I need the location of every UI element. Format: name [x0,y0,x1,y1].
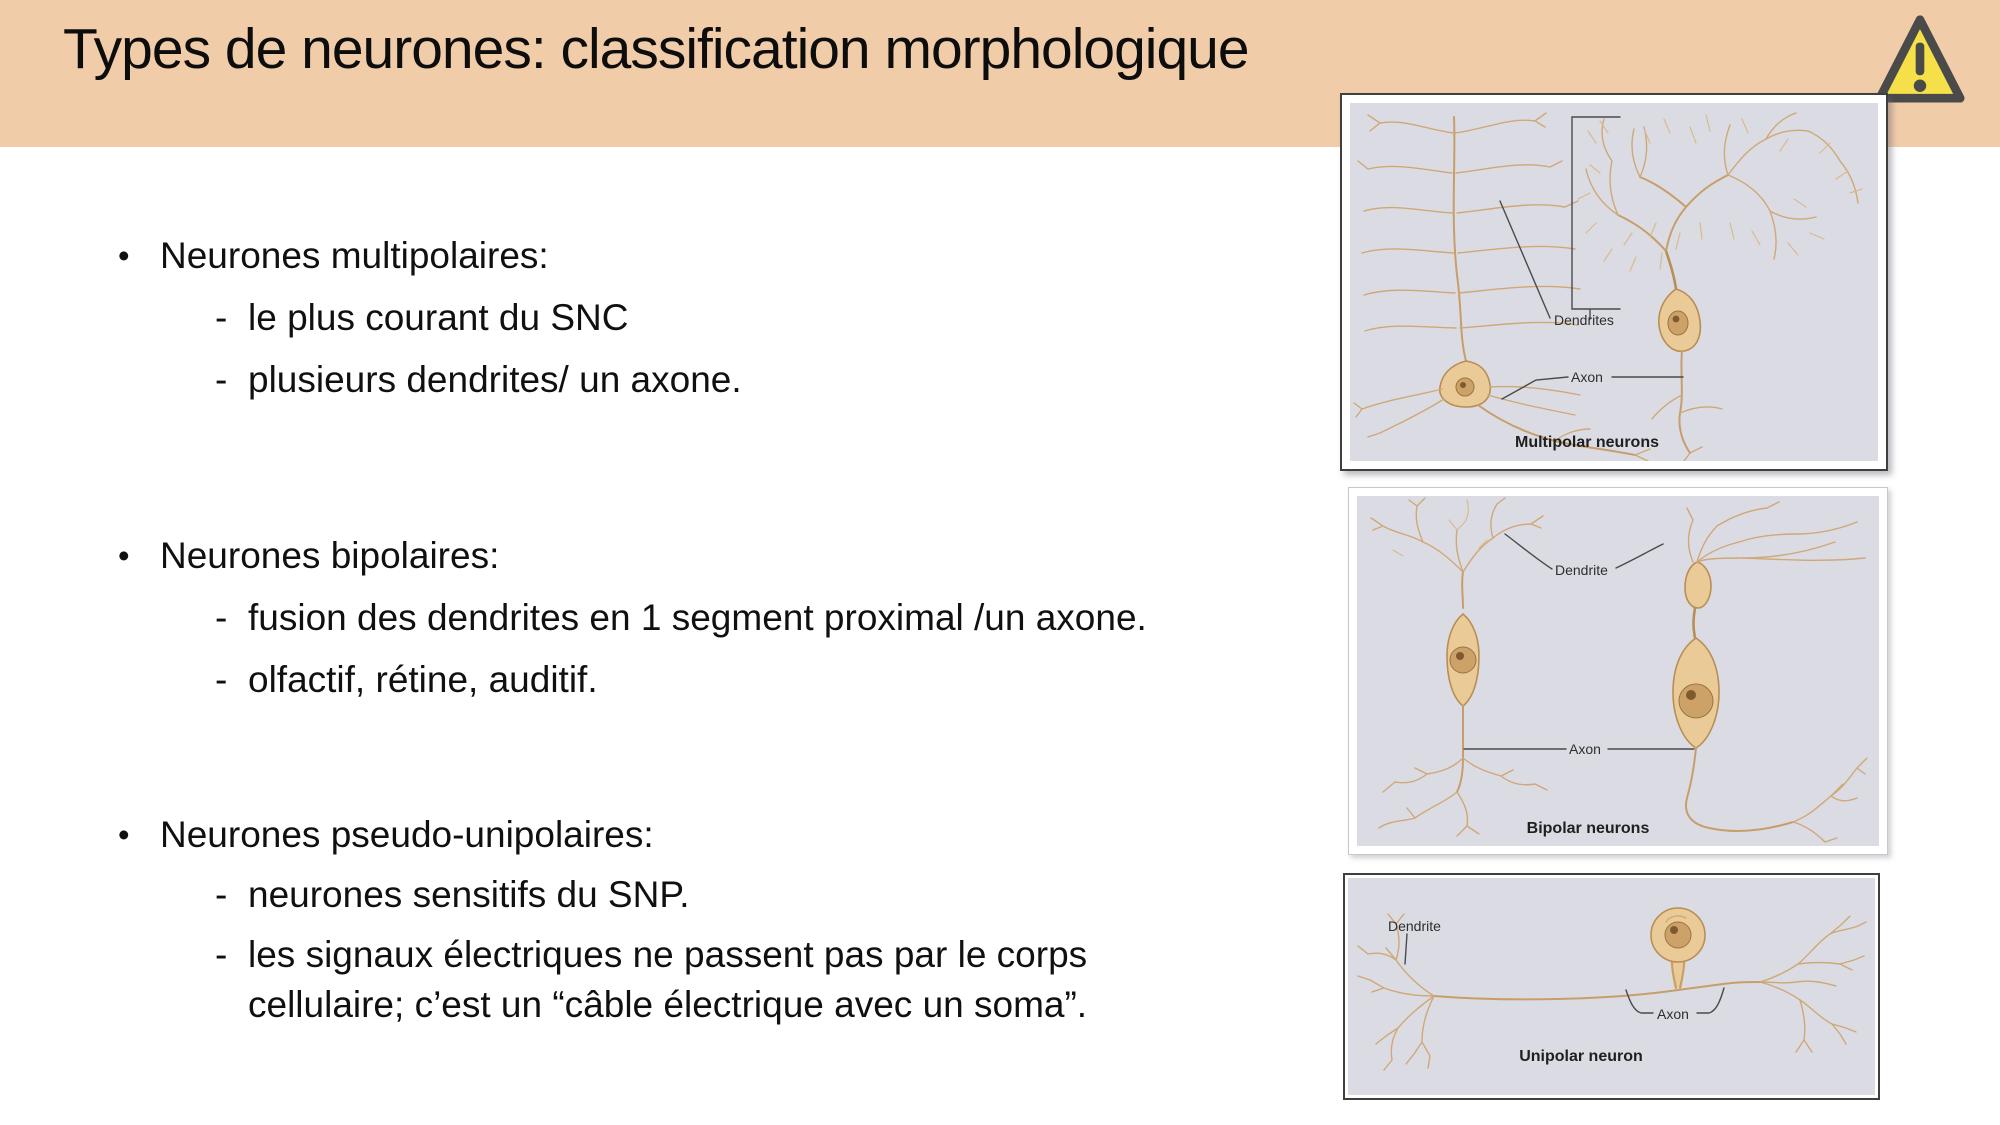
sub-item: - plusieurs dendrites/ un axone. [215,355,742,405]
bullet-label: Neurones pseudo-unipolaires: [160,814,654,855]
dash-marker: - [215,874,228,915]
bullet-item-pseudo-unipolaires: • Neurones pseudo-unipolaires: [118,810,654,860]
warning-icon [1874,12,1966,113]
bullet-marker: • [118,816,130,853]
sub-text: le plus courant du SNC [248,297,629,338]
sub-text: les signaux électriques ne passent pas p… [248,934,1088,1025]
dendrites-label: Dendrites [1554,312,1614,328]
dash-marker: - [215,297,228,338]
axon-label: Axon [1657,1006,1689,1022]
dendrite-label: Dendrite [1388,918,1441,934]
sub-item: - le plus courant du SNC [215,293,628,343]
axon-label: Axon [1569,741,1601,757]
sub-item: - fusion des dendrites en 1 segment prox… [215,593,1147,643]
figure-caption: Multipolar neurons [1515,434,1659,451]
figure-caption: Bipolar neurons [1526,820,1650,837]
bullet-label: Neurones bipolaires: [160,535,500,576]
sub-item: - les signaux électriques ne passent pas… [215,930,1193,1030]
figure-caption: Unipolar neuron [1519,1048,1643,1065]
dash-marker: - [215,359,228,400]
bullet-marker: • [118,237,130,274]
slide-header: Types de neurones: classification morpho… [0,0,2000,147]
dendrite-label: Dendrite [1555,562,1608,578]
sub-text: neurones sensitifs du SNP. [248,874,690,915]
dash-marker: - [215,934,228,975]
figure-multipolar-neurons: Dendrites Axon Multipolar neurons [1340,93,1888,471]
figure-unipolar-neuron: Dendrite Axon Unipolar neuron [1343,873,1880,1100]
figure-canvas: Dendrites Axon Multipolar neurons [1350,103,1878,461]
unipolar-neuron-drawing [1357,907,1867,1071]
sub-text: olfactif, rétine, auditif. [248,659,598,700]
sub-text: plusieurs dendrites/ un axone. [248,359,742,400]
dash-marker: - [215,597,228,638]
multipolar-neuron-drawing [1353,112,1863,461]
bullet-item-bipolaires: • Neurones bipolaires: [118,531,499,581]
bullet-marker: • [118,537,130,574]
sub-text: fusion des dendrites en 1 segment proxim… [248,597,1147,638]
figure-bipolar-neurons: Dendrite Axon Bipolar neurons [1348,487,1888,855]
sub-item: - neurones sensitifs du SNP. [215,870,690,920]
bipolar-neuron-drawing [1370,497,1868,843]
figure-canvas: Dendrite Axon Unipolar neuron [1348,878,1875,1095]
bullet-label: Neurones multipolaires: [160,235,549,276]
axon-label: Axon [1571,369,1603,385]
figure-canvas: Dendrite Axon Bipolar neurons [1357,496,1879,846]
sub-item: - olfactif, rétine, auditif. [215,655,598,705]
dash-marker: - [215,659,228,700]
page-title: Types de neurones: classification morpho… [63,17,1250,81]
bullet-item-multipolaires: • Neurones multipolaires: [118,231,549,281]
